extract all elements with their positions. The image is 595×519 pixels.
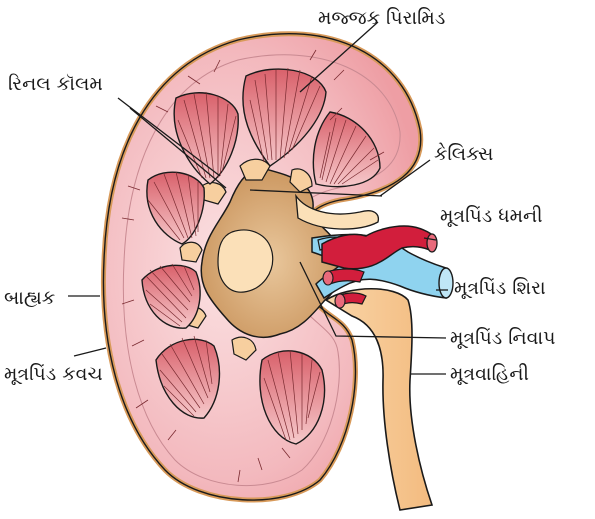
label-cortex: બાહ્યક bbox=[4, 287, 55, 309]
artery-lower-end bbox=[323, 271, 333, 285]
label-ureter: મૂત્રવાહિની bbox=[450, 363, 529, 385]
renal-artery-end bbox=[427, 234, 437, 252]
label-renal-vein: મૂત્રપિંડ શિરા bbox=[454, 277, 546, 299]
label-renal-pelvis: મૂત્રપિંડ નિવાપ bbox=[450, 327, 555, 349]
label-renal-artery: મૂત્રપિંડ ધમની bbox=[440, 205, 543, 227]
label-calyx: કેલિક્સ bbox=[434, 143, 493, 165]
label-renal-capsule: મૂત્રપિંડ કવચ bbox=[4, 363, 103, 385]
renal-vein-end bbox=[439, 268, 453, 298]
artery-hilum-end bbox=[335, 294, 345, 308]
label-renal-column: રિનલ કૉલમ bbox=[8, 73, 103, 95]
label-medullary-pyramid: મજ્જક પિરામિડ bbox=[318, 7, 445, 29]
